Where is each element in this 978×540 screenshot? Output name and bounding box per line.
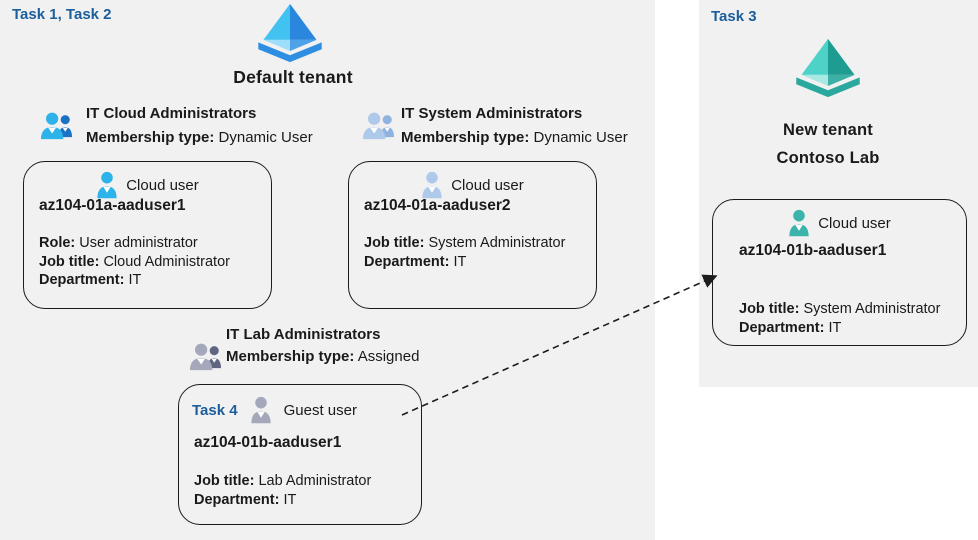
group-users-icon [362, 110, 395, 141]
group-membership-type: Membership type: Dynamic User [86, 129, 313, 146]
attribute-job-title: Job title: Cloud Administrator [39, 253, 230, 272]
cloud-user-icon [788, 209, 810, 237]
attribute-value: IT [128, 272, 142, 288]
user-card-az104-01a-aaduser2: Cloud user az104-01a-aaduser2 Job title:… [348, 161, 597, 309]
attribute-label: Job title: [739, 301, 800, 317]
attribute-job-title: Job title: System Administrator [739, 300, 940, 319]
user-attributes: Job title: System Administrator Departme… [739, 300, 940, 337]
card-header: Cloud user [349, 170, 596, 200]
user-type-label: Cloud user [818, 214, 891, 232]
attribute-job-title: Job title: System Administrator [364, 234, 565, 253]
cloud-user-icon [421, 171, 443, 199]
group-users-icon [40, 110, 73, 141]
attribute-label: Department: [39, 272, 125, 288]
group-title-it-system-administrators: IT System Administrators [401, 105, 583, 122]
task-3-label: Task 3 [711, 8, 757, 25]
attribute-label: Department: [364, 253, 450, 270]
user-attributes: Role: User administrator Job title: Clou… [39, 234, 230, 290]
group-membership-type: Membership type: Dynamic User [401, 129, 628, 146]
username: az104-01b-aaduser1 [194, 434, 342, 451]
membership-type-value: Assigned [357, 348, 420, 365]
new-tenant-title-line2: Contoso Lab [776, 149, 880, 167]
attribute-label: Job title: [194, 473, 255, 489]
cloud-user-icon [96, 171, 118, 199]
guest-user-icon [250, 396, 272, 424]
task-1-2-label: Task 1, Task 2 [12, 6, 112, 23]
attribute-label: Department: [739, 319, 825, 336]
username: az104-01a-aaduser1 [39, 197, 186, 214]
attribute-label: Job title: [39, 253, 100, 270]
card-header: Cloud user [24, 170, 271, 200]
attribute-role: Role: User administrator [39, 234, 230, 253]
attribute-job-title: Job title: Lab Administrator [194, 472, 371, 491]
attribute-label: Department: [194, 491, 280, 508]
default-tenant-region [0, 0, 655, 540]
azure-tenant-icon [257, 3, 323, 63]
user-attributes: Job title: System Administrator Departme… [364, 234, 565, 271]
user-type-label: Cloud user [451, 176, 524, 194]
card-header: Cloud user [713, 208, 966, 238]
user-card-new-tenant-az104-01b-aaduser1: Cloud user az104-01b-aaduser1 Job title:… [712, 199, 967, 346]
user-type-label: Cloud user [126, 176, 199, 194]
group-title-it-lab-administrators: IT Lab Administrators [226, 326, 381, 343]
card-header: Task 4 Guest user [179, 395, 421, 425]
username: az104-01a-aaduser2 [364, 197, 511, 214]
attribute-value: Lab Administrator [258, 473, 372, 489]
user-attributes: Job title: Lab Administrator Department:… [194, 472, 371, 509]
guest-user-card-az104-01b-aaduser1: Task 4 Guest user az104-01b-aaduser1 Job… [178, 384, 422, 525]
membership-type-value: Dynamic User [533, 129, 628, 146]
attribute-value: Cloud Administrator [103, 253, 230, 270]
attribute-value: System Administrator [803, 301, 941, 317]
group-users-icon [189, 341, 222, 372]
attribute-value: System Administrator [428, 235, 566, 251]
membership-type-label: Membership type: [401, 129, 530, 146]
attribute-department: Department: IT [39, 271, 230, 290]
new-tenant-icon [795, 38, 861, 98]
user-type-label: Guest user [283, 401, 357, 419]
attribute-value: User administrator [79, 235, 198, 251]
username: az104-01b-aaduser1 [739, 242, 887, 259]
task-4-label: Task 4 [192, 401, 238, 419]
attribute-department: Department: IT [194, 491, 371, 510]
user-card-az104-01a-aaduser1: Cloud user az104-01a-aaduser1 Role: User… [23, 161, 272, 309]
membership-type-label: Membership type: [86, 129, 215, 146]
attribute-label: Job title: [364, 235, 425, 251]
new-tenant-title-line1: New tenant [782, 121, 873, 139]
default-tenant-title: Default tenant [233, 67, 353, 87]
group-membership-type: Membership type: Assigned [226, 348, 419, 365]
attribute-department: Department: IT [739, 319, 940, 338]
attribute-label: Role: [39, 235, 76, 251]
attribute-department: Department: IT [364, 253, 565, 272]
attribute-value: IT [828, 319, 842, 336]
group-title-it-cloud-administrators: IT Cloud Administrators [86, 105, 257, 122]
membership-type-label: Membership type: [226, 348, 355, 365]
attribute-value: IT [453, 253, 467, 270]
attribute-value: IT [283, 491, 297, 508]
membership-type-value: Dynamic User [218, 129, 313, 146]
